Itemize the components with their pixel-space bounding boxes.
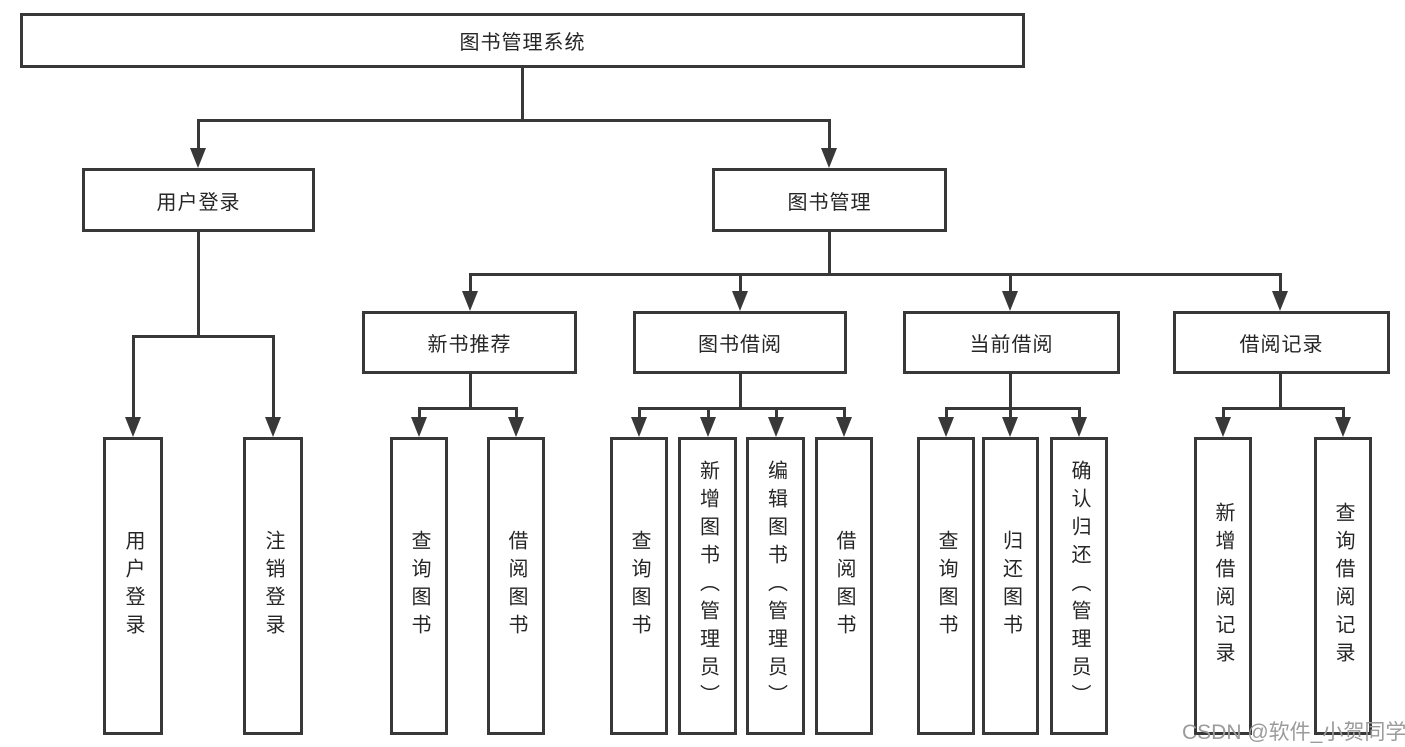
arrow-down-icon [938, 417, 954, 437]
arrow-down-icon [265, 417, 281, 437]
connector-line [131, 335, 275, 338]
node-book-management: 图书管理 [712, 168, 947, 232]
connector-line [637, 407, 641, 421]
leaf-add-book-admin: 新增图书（管理员） [678, 437, 737, 735]
leaf-label: 查询借阅记录 [1332, 502, 1354, 670]
arrow-down-icon [732, 291, 748, 311]
leaf-edit-book-admin: 编辑图书（管理员） [746, 437, 805, 735]
connector-line [1008, 374, 1012, 410]
node-label: 图书管理 [787, 191, 872, 214]
connector-line [738, 273, 742, 295]
leaf-query-borrow-record: 查询借阅记录 [1314, 437, 1372, 735]
connector-line [706, 407, 710, 421]
node-book-borrowing: 图书借阅 [633, 311, 847, 374]
connector-line [1221, 407, 1345, 410]
node-label: 借阅记录 [1239, 334, 1324, 356]
node-label: 新书推荐 [427, 334, 512, 356]
connector-line [827, 232, 831, 276]
connector-line [637, 407, 846, 410]
connector-line [417, 407, 518, 410]
leaf-label: 借阅图书 [505, 530, 527, 642]
arrow-down-icon [768, 417, 784, 437]
node-label: 用户登录 [156, 191, 241, 214]
leaf-label: 新增借阅记录 [1212, 502, 1234, 670]
leaf-label: 用户登录 [122, 530, 144, 642]
connector-line [196, 232, 200, 338]
connector-line [514, 407, 518, 421]
node-label: 图书借阅 [698, 334, 782, 356]
leaf-query-books-recommend: 查询图书 [390, 437, 448, 735]
node-library-system: 图书管理系统 [20, 13, 1025, 68]
arrow-down-icon [836, 417, 852, 437]
arrow-down-icon [190, 148, 206, 168]
leaf-label: 查询图书 [935, 530, 957, 642]
arrow-down-icon [1335, 417, 1351, 437]
arrow-down-icon [1071, 417, 1087, 437]
leaf-borrow-books-recommend: 借阅图书 [487, 437, 545, 735]
connector-line [842, 407, 846, 421]
arrow-down-icon [821, 148, 837, 168]
connector-line [1341, 407, 1345, 421]
arrow-down-icon [125, 417, 141, 437]
leaf-user-login: 用户登录 [103, 437, 163, 735]
node-borrowing-records: 借阅记录 [1173, 311, 1390, 374]
node-label: 当前借阅 [969, 334, 1054, 356]
leaf-query-books-borrowing: 查询图书 [610, 437, 668, 735]
connector-line [1278, 273, 1282, 295]
arrow-down-icon [1215, 417, 1231, 437]
connector-line [131, 335, 135, 421]
leaf-logout: 注销登录 [243, 437, 303, 735]
leaf-label: 归还图书 [999, 530, 1022, 642]
arrow-down-icon [631, 417, 647, 437]
arrow-down-icon [462, 291, 478, 311]
connector-line [196, 119, 200, 152]
arrow-down-icon [1002, 417, 1018, 437]
connector-line [944, 407, 1081, 410]
leaf-label: 查询图书 [408, 530, 430, 642]
connector-line [468, 273, 1282, 276]
node-current-borrowing: 当前借阅 [903, 311, 1120, 374]
connector-line [196, 119, 831, 122]
leaf-label: 注销登录 [262, 530, 284, 642]
connector-line [520, 68, 524, 122]
node-user-login: 用户登录 [82, 168, 315, 232]
leaf-query-books-current: 查询图书 [917, 437, 975, 735]
leaf-label: 新增图书（管理员） [696, 460, 719, 712]
leaf-borrow-books-borrowing: 借阅图书 [815, 437, 873, 735]
connector-line [1077, 407, 1081, 421]
connector-line [827, 119, 831, 152]
leaf-add-borrow-record: 新增借阅记录 [1194, 437, 1252, 735]
arrow-down-icon [700, 417, 716, 437]
arrow-down-icon [411, 417, 427, 437]
arrow-down-icon [1002, 291, 1018, 311]
leaf-label: 编辑图书（管理员） [764, 460, 787, 712]
connector-line [774, 407, 778, 421]
connector-line [738, 374, 742, 410]
connector-line [1008, 273, 1012, 295]
leaf-label: 查询图书 [628, 530, 650, 642]
connector-line [1221, 407, 1225, 421]
arrow-down-icon [1272, 291, 1288, 311]
leaf-confirm-return-admin: 确认归还（管理员） [1050, 437, 1108, 735]
watermark: CSDN @软件_小贺同学 [1182, 721, 1405, 744]
connector-line [944, 407, 948, 421]
leaf-return-book: 归还图书 [982, 437, 1039, 735]
connector-line [468, 374, 472, 410]
leaf-label: 确认归还（管理员） [1068, 460, 1090, 712]
connector-line [271, 335, 275, 421]
leaf-label: 借阅图书 [833, 530, 855, 642]
node-new-book-recommendation: 新书推荐 [362, 311, 577, 374]
connector-line [1008, 407, 1012, 421]
connector-line [417, 407, 421, 421]
arrow-down-icon [508, 417, 524, 437]
connector-line [468, 273, 472, 295]
node-label: 图书管理系统 [459, 32, 586, 54]
connector-line [1278, 374, 1282, 410]
